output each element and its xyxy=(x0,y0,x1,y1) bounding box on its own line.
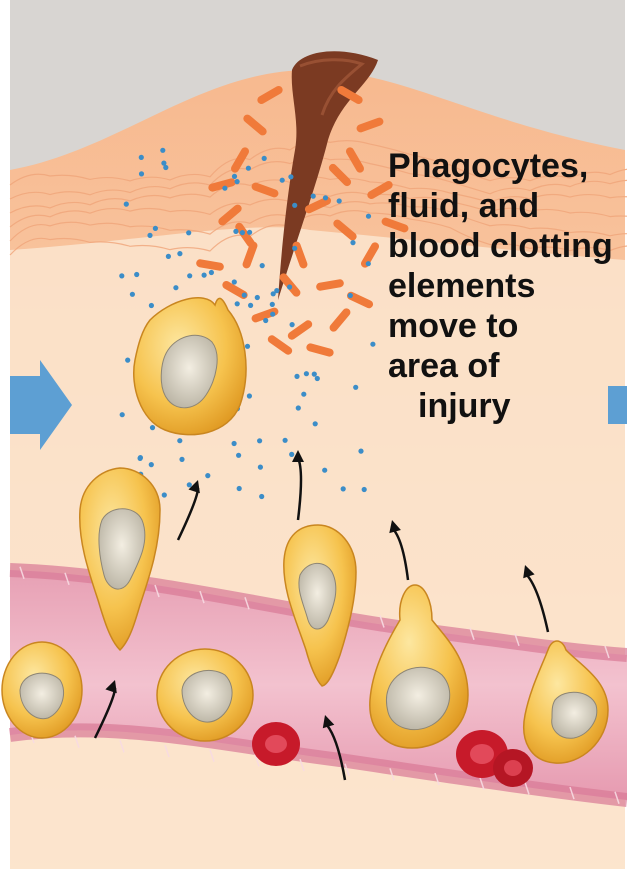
fluid-dot xyxy=(232,279,237,284)
red-blood-cell xyxy=(493,749,533,787)
fluid-dot xyxy=(311,194,316,199)
fluid-dot xyxy=(235,301,240,306)
fluid-dot xyxy=(247,230,252,235)
fluid-dot xyxy=(292,246,297,251)
fluid-dot xyxy=(283,438,288,443)
fluid-dot xyxy=(270,312,275,317)
fluid-dot xyxy=(173,285,178,290)
fluid-dot xyxy=(232,174,237,179)
fluid-dot xyxy=(353,385,358,390)
fluid-dot xyxy=(245,344,250,349)
fluid-dot xyxy=(130,292,135,297)
fluid-dot xyxy=(236,453,241,458)
fluid-dot xyxy=(209,270,214,275)
red-blood-cell xyxy=(252,722,300,766)
fluid-dot xyxy=(235,179,240,184)
fluid-dot xyxy=(312,372,317,377)
fluid-dot xyxy=(247,393,252,398)
fluid-dot xyxy=(289,452,294,457)
caption-line: blood clotting xyxy=(388,226,624,266)
fluid-dot xyxy=(257,438,262,443)
fluid-dot xyxy=(119,273,124,278)
fluid-dot xyxy=(337,198,342,203)
fluid-dot xyxy=(149,462,154,467)
fluid-dot xyxy=(233,229,238,234)
fluid-dot xyxy=(260,263,265,268)
fluid-dot xyxy=(177,438,182,443)
fluid-dot xyxy=(237,486,242,491)
fluid-dot xyxy=(287,284,292,289)
fluid-dot xyxy=(290,322,295,327)
fluid-dot xyxy=(179,457,184,462)
fluid-dot xyxy=(350,240,355,245)
fluid-dot xyxy=(322,468,327,473)
fluid-dot xyxy=(240,230,245,235)
fluid-dot xyxy=(134,272,139,277)
fluid-dot xyxy=(288,174,293,179)
fluid-dot xyxy=(259,494,264,499)
fluid-dot xyxy=(177,251,182,256)
fluid-dot xyxy=(248,303,253,308)
fluid-dot xyxy=(222,186,227,191)
caption-line: fluid, and xyxy=(388,186,624,226)
fluid-dot xyxy=(150,425,155,430)
fluid-dot xyxy=(366,261,371,266)
fluid-dot xyxy=(274,288,279,293)
caption-line: area of xyxy=(388,346,624,386)
caption-line: Phagocytes, xyxy=(388,146,624,186)
fluid-dot xyxy=(242,293,247,298)
fluid-dot xyxy=(270,302,275,307)
fluid-dot xyxy=(341,486,346,491)
fluid-dot xyxy=(362,487,367,492)
fluid-dot xyxy=(280,178,285,183)
fluid-dot xyxy=(205,473,210,478)
fluid-dot xyxy=(187,273,192,278)
fluid-dot xyxy=(153,226,158,231)
fluid-dot xyxy=(120,412,125,417)
fluid-dot xyxy=(138,456,143,461)
process-caption: Phagocytes, fluid, and blood clotting el… xyxy=(388,146,624,426)
caption-line: elements xyxy=(388,266,624,306)
phagocyte-vessel-left xyxy=(2,642,82,738)
fluid-dot xyxy=(149,303,154,308)
fluid-dot xyxy=(301,392,306,397)
fluid-dot xyxy=(366,214,371,219)
caption-line: move to xyxy=(388,306,624,346)
fluid-dot xyxy=(358,449,363,454)
fluid-dot xyxy=(304,371,309,376)
fluid-dot xyxy=(370,342,375,347)
fluid-dot xyxy=(313,421,318,426)
fluid-dot xyxy=(232,441,237,446)
fluid-dot xyxy=(147,233,152,238)
fluid-dot xyxy=(246,166,251,171)
fluid-dot xyxy=(258,465,263,470)
fluid-dot xyxy=(323,195,328,200)
fluid-dot xyxy=(160,148,165,153)
fluid-dot xyxy=(139,171,144,176)
fluid-dot xyxy=(292,203,297,208)
fluid-dot xyxy=(255,295,260,300)
fluid-dot xyxy=(262,156,267,161)
fluid-dot xyxy=(125,358,130,363)
fluid-dot xyxy=(296,405,301,410)
fluid-dot xyxy=(315,376,320,381)
fluid-dot xyxy=(187,482,192,487)
caption-line: injury xyxy=(388,386,624,426)
fluid-dot xyxy=(348,293,353,298)
fluid-dot xyxy=(263,318,268,323)
fluid-dot xyxy=(161,161,166,166)
fluid-dot xyxy=(124,202,129,207)
fluid-dot xyxy=(162,492,167,497)
fluid-dot xyxy=(202,273,207,278)
phagocyte-vessel-center xyxy=(157,649,253,741)
fluid-dot xyxy=(186,230,191,235)
fluid-dot xyxy=(166,254,171,259)
fluid-dot xyxy=(139,155,144,160)
fluid-dot xyxy=(294,374,299,379)
